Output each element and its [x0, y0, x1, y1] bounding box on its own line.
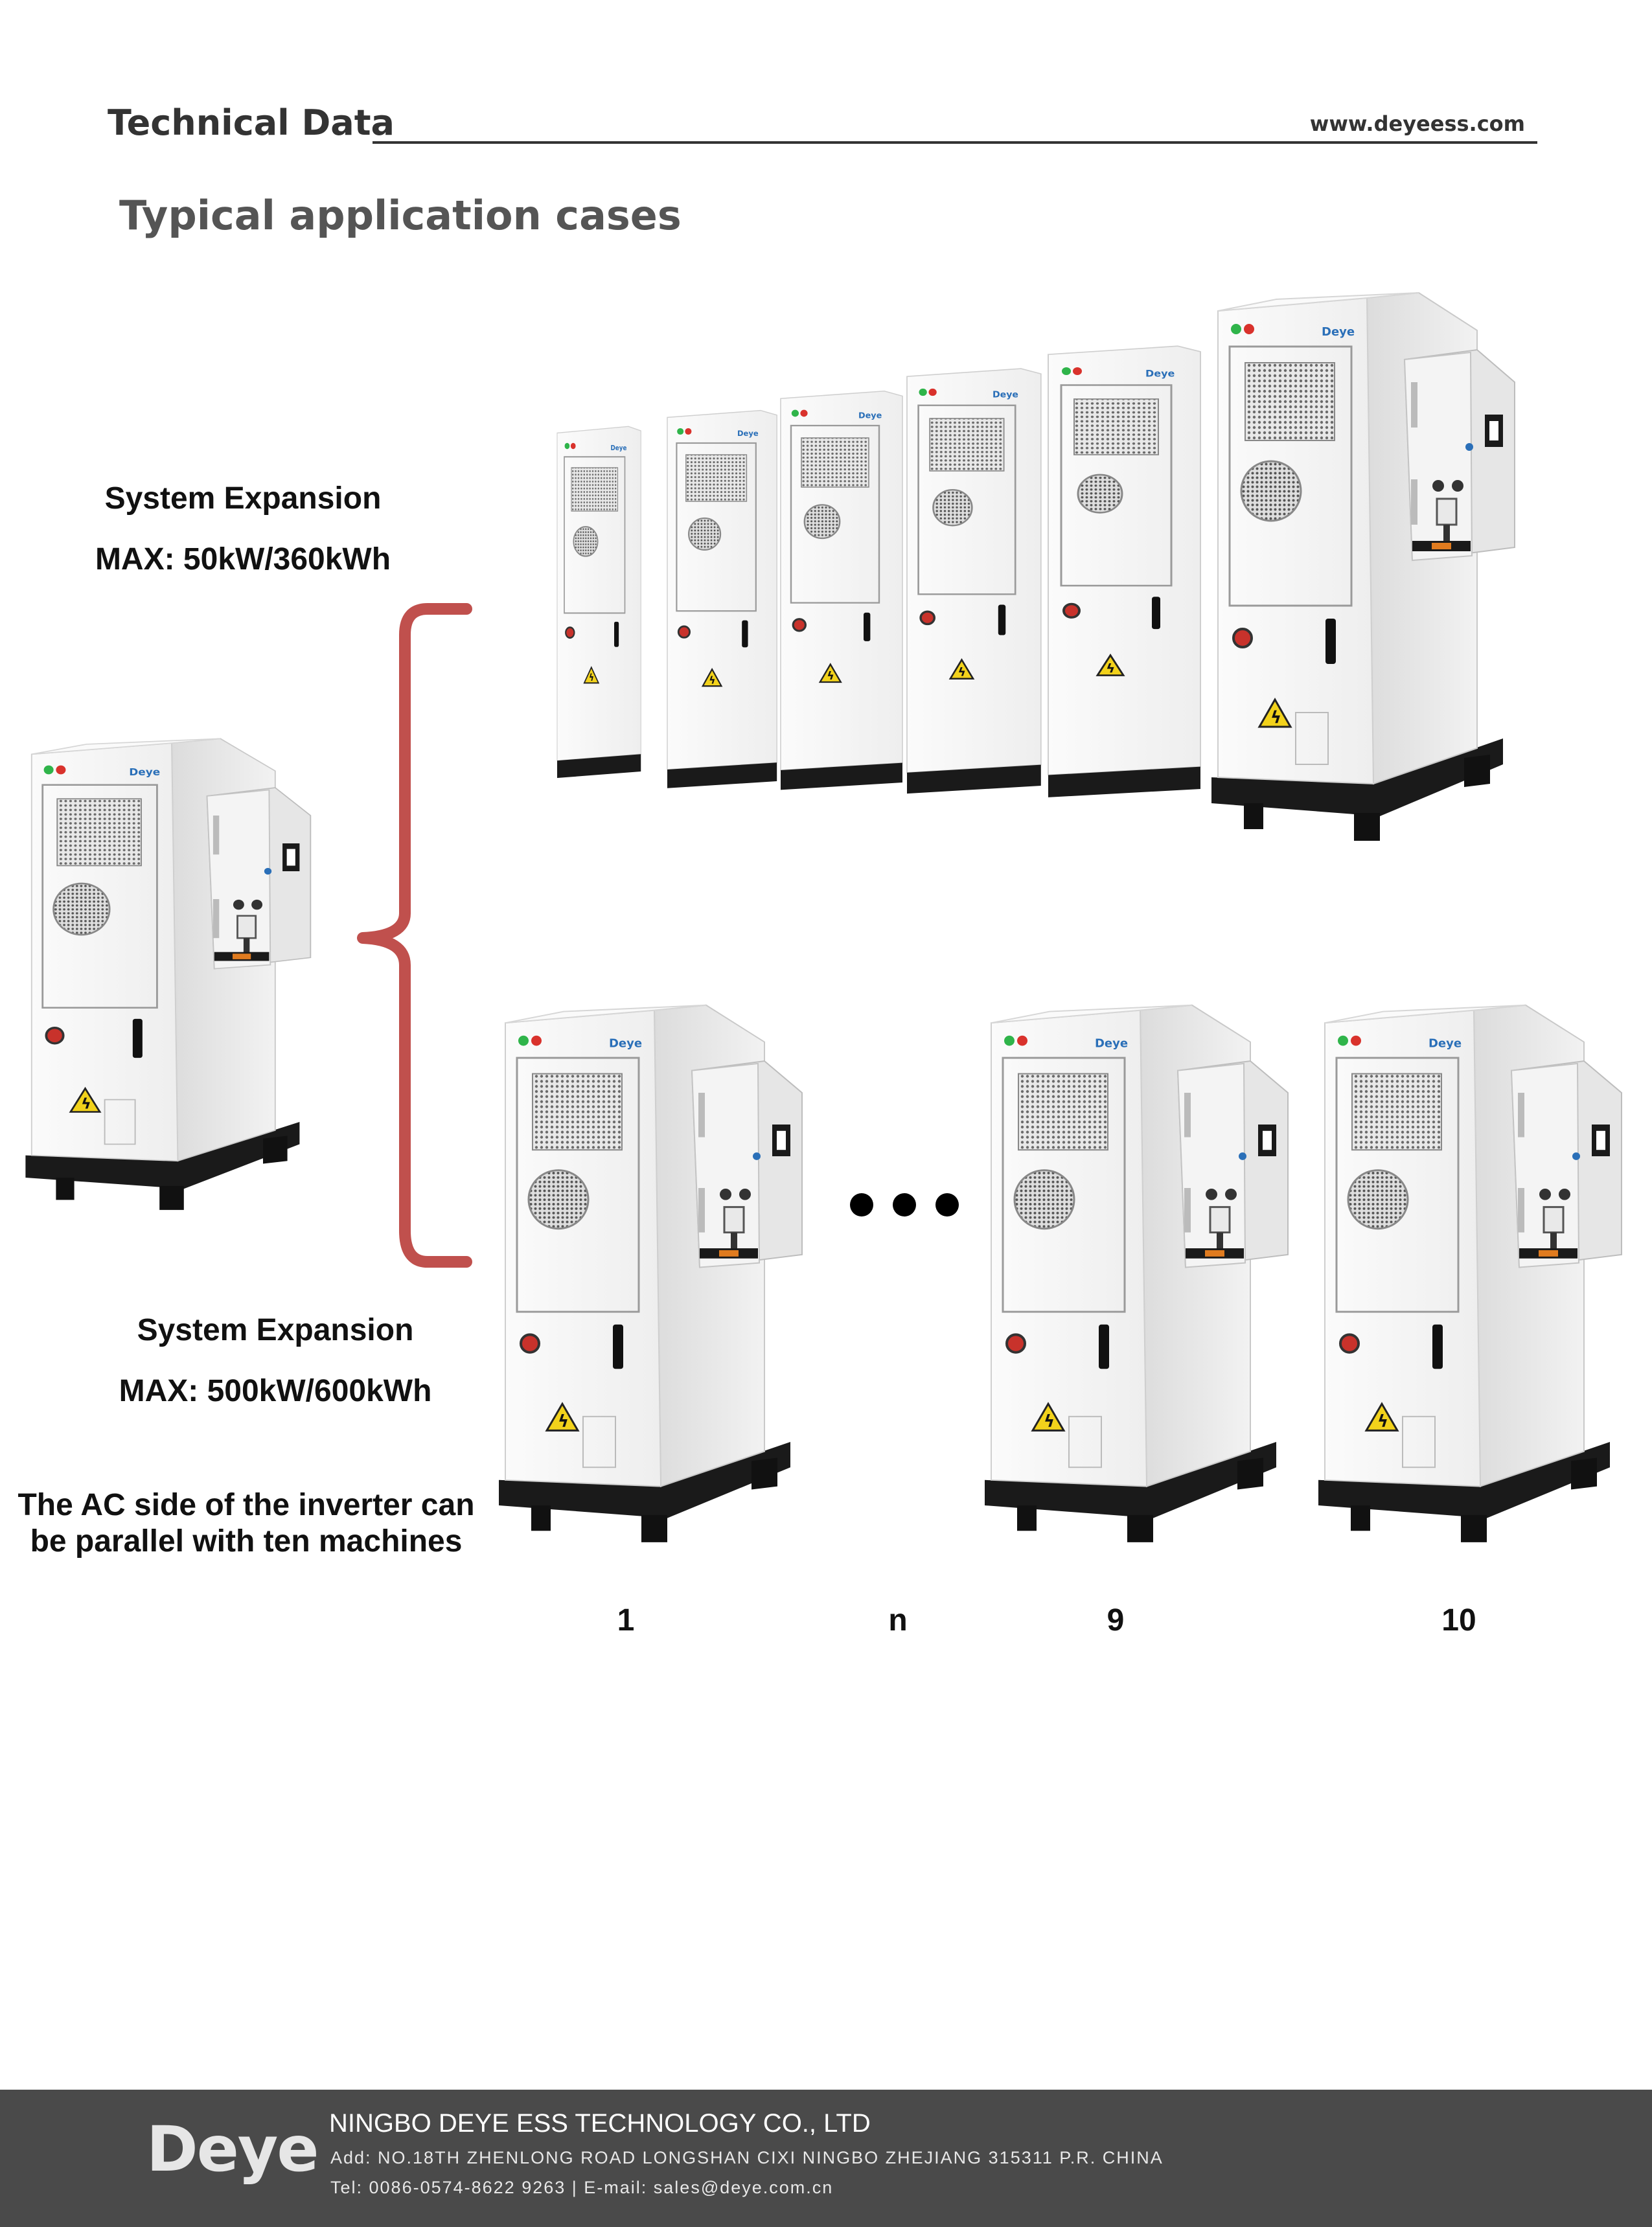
- parallel-units-row: [498, 1003, 1623, 1544]
- parallel-note-line2: be parallel with ten machines: [30, 1524, 463, 1559]
- expansion-bottom-max: MAX: 500kW/600kWh: [119, 1374, 432, 1408]
- parallel-unit-10: [1317, 1003, 1623, 1544]
- unit-number-9: 9: [1107, 1603, 1125, 1638]
- parallel-unit-9: [983, 1003, 1289, 1544]
- parallel-unit-1: [498, 1003, 803, 1544]
- footer-logo: Deye: [146, 2113, 319, 2186]
- footer-address: Add: NO.18TH ZHENLONG ROAD LONGSHAN CIXI…: [330, 2148, 1164, 2167]
- footer-company: NINGBO DEYE ESS TECHNOLOGY CO., LTD: [329, 2109, 871, 2138]
- unit-number-n: n: [888, 1603, 908, 1638]
- header-rule: [373, 141, 1537, 144]
- page-header-title: Technical Data: [108, 102, 395, 143]
- footer-bar: [0, 2090, 1652, 2227]
- header-website[interactable]: www.deyeess.com: [1309, 111, 1525, 136]
- parallel-note-line1: The AC side of the inverter can: [17, 1488, 475, 1522]
- footer-contact: Tel: 0086-0574-8622 9263 | E-mail: sales…: [330, 2178, 834, 2197]
- expansion-bottom-heading: System Expansion: [137, 1313, 414, 1347]
- unit-number-10: 10: [1441, 1603, 1476, 1638]
- expansion-bracket: [357, 603, 472, 1268]
- section-title: Typical application cases: [119, 192, 682, 239]
- standalone-cabinet: [24, 737, 312, 1211]
- unit-number-1: 1: [617, 1603, 635, 1638]
- expansion-top-max: MAX: 50kW/360kWh: [95, 542, 391, 577]
- expanded-system-row: [556, 291, 1516, 842]
- expansion-top-heading: System Expansion: [104, 481, 382, 516]
- ellipsis-dots: [850, 1193, 959, 1216]
